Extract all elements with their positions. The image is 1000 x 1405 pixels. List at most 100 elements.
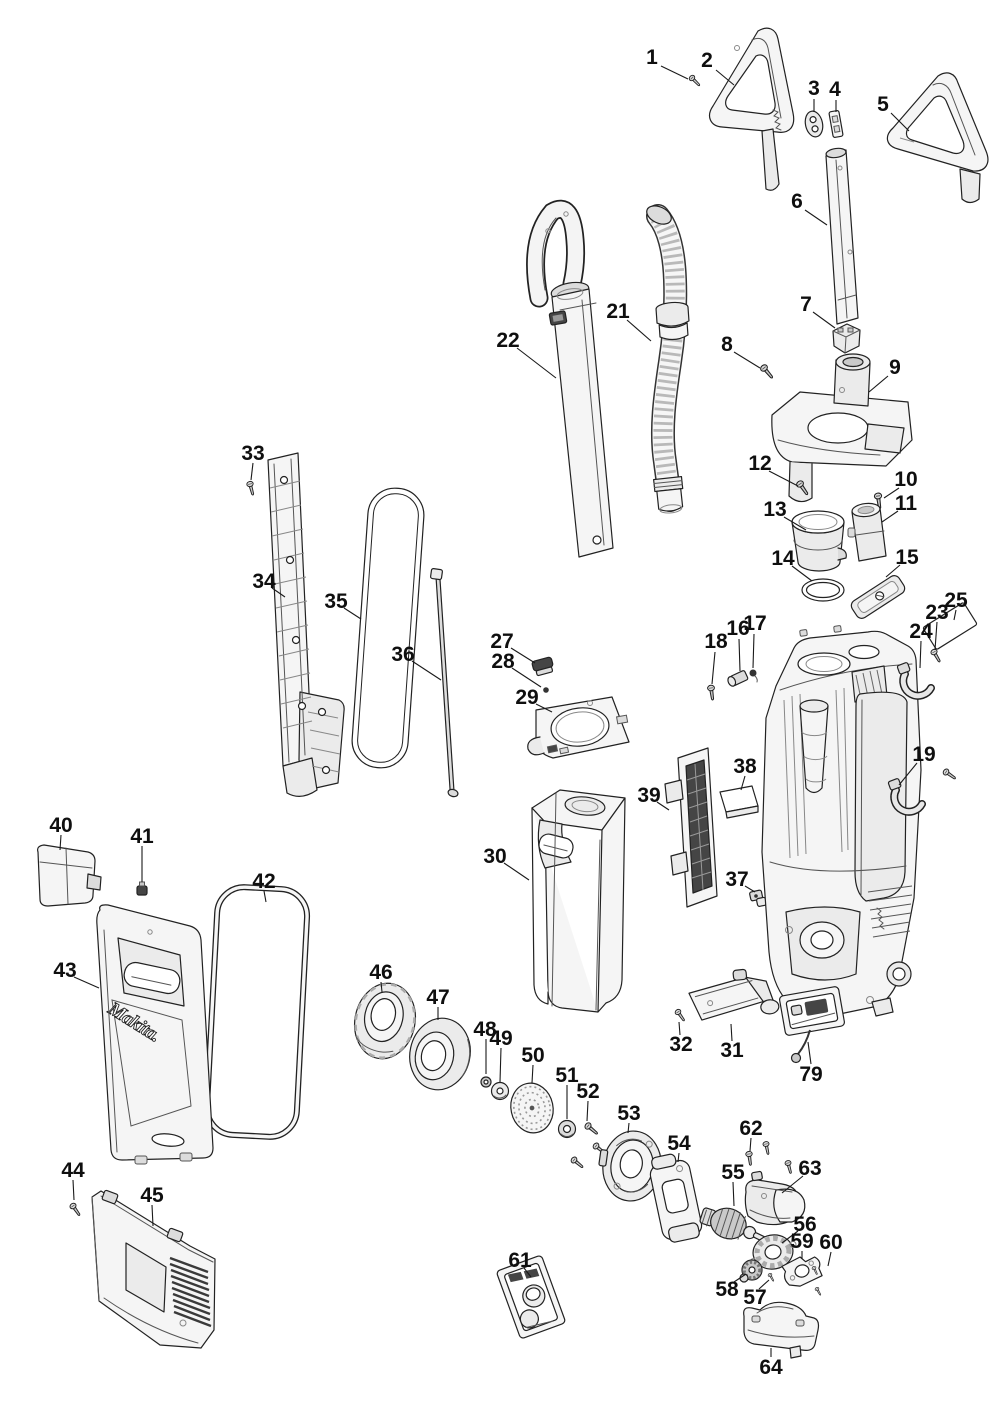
leader-line-55	[732, 1181, 735, 1207]
part-24-cord-hook	[896, 662, 935, 700]
part-44-screw	[68, 1201, 83, 1218]
parts-illustrations: Makita.	[37, 27, 989, 1359]
part-number-label-47: 47	[426, 986, 449, 1009]
leader-line-15	[885, 564, 901, 578]
part-56-stator	[749, 1234, 797, 1270]
part-number-label-48: 48	[473, 1018, 497, 1041]
part-11-duct	[847, 502, 887, 562]
part-number-label-36: 36	[391, 643, 414, 666]
leader-line-19	[898, 762, 918, 786]
leader-line-53	[627, 1122, 630, 1134]
part-number-label-4: 4	[829, 78, 841, 101]
leader-line-52	[586, 1100, 589, 1122]
leader-line-30	[503, 862, 530, 881]
leader-line-2	[715, 69, 735, 86]
part-number-label-7: 7	[800, 293, 812, 316]
leader-line-39	[656, 801, 670, 811]
part-14-o-ring	[801, 578, 845, 602]
part-number-label-14: 14	[771, 547, 795, 570]
part-number-label-39: 39	[637, 784, 660, 807]
part-27-latch	[531, 656, 554, 677]
part-number-label-9: 9	[889, 356, 901, 379]
part-49-washer	[490, 1081, 510, 1101]
leader-line-27	[510, 647, 536, 664]
part-6-pipe	[825, 147, 859, 325]
part-3-plate	[804, 110, 824, 138]
leader-line-54	[677, 1152, 680, 1163]
leader-line-45	[151, 1204, 154, 1227]
leader-line-7	[812, 311, 836, 329]
part-number-label-16: 16	[726, 617, 749, 640]
part-number-label-44: 44	[61, 1159, 85, 1182]
part-59-bracket-plate	[781, 1256, 823, 1287]
part-number-label-51: 51	[555, 1064, 579, 1087]
leader-line-50	[531, 1064, 534, 1084]
part-16-pin	[727, 670, 749, 687]
part-number-label-15: 15	[895, 546, 919, 569]
part-63-motor-housing	[744, 1170, 806, 1226]
leader-line-33	[250, 462, 254, 481]
part-number-label-53: 53	[617, 1102, 640, 1125]
leader-line-12	[768, 470, 799, 487]
part-number-label-35: 35	[324, 590, 348, 613]
part-33-screw	[245, 480, 257, 497]
leader-line-13	[783, 516, 807, 531]
leader-line-49	[499, 1047, 502, 1083]
leader-line-5	[890, 112, 910, 132]
leader-line-40	[59, 834, 62, 851]
leader-line-6	[804, 209, 828, 226]
part-number-label-3: 3	[808, 77, 820, 100]
part-number-label-2: 2	[701, 49, 713, 72]
part-number-label-30: 30	[483, 845, 506, 868]
leader-line-62	[749, 1137, 752, 1152]
leader-line-22	[516, 347, 557, 379]
part-64-cowl	[743, 1301, 820, 1359]
part-number-label-6: 6	[791, 190, 803, 213]
part-25-label-plate	[922, 602, 978, 650]
part-number-label-13: 13	[763, 498, 786, 521]
part-number-label-46: 46	[369, 961, 392, 984]
part-34-base-plate	[267, 452, 345, 797]
part-number-label-22: 22	[496, 329, 519, 352]
leader-line-21	[626, 319, 652, 342]
part-number-label-54: 54	[667, 1132, 691, 1155]
part-number-label-40: 40	[49, 814, 72, 837]
leader-line-18	[711, 651, 716, 685]
part-40-cover-cap	[37, 844, 102, 907]
part-number-label-33: 33	[241, 442, 264, 465]
leader-line-23	[934, 621, 938, 651]
leader-line-42	[263, 890, 267, 903]
part-79-switch	[779, 986, 845, 1064]
leader-line-25	[953, 609, 957, 621]
part-37-clip	[749, 889, 767, 907]
leader-line-14	[791, 565, 813, 582]
part-number-label-50: 50	[521, 1044, 544, 1067]
part-51-hub	[557, 1119, 577, 1139]
part-number-label-1: 1	[646, 46, 658, 69]
leader-line-34	[271, 587, 286, 598]
part-43-front-cover: Makita.	[96, 904, 214, 1165]
part-number-label-49: 49	[489, 1027, 512, 1050]
part-number-label-63: 63	[798, 1157, 821, 1180]
part-number-label-10: 10	[894, 468, 917, 491]
part-number-label-58: 58	[715, 1278, 739, 1301]
leader-line-35	[343, 607, 362, 620]
part-39-filter	[664, 747, 718, 908]
part-number-label-18: 18	[704, 630, 728, 653]
part-main-housing	[761, 625, 922, 1017]
leader-line-60	[827, 1251, 832, 1267]
leader-line-32	[678, 1021, 681, 1036]
part-number-label-52: 52	[576, 1080, 599, 1103]
part-number-label-12: 12	[748, 452, 771, 475]
leader-line-29	[535, 703, 553, 713]
part-number-label-24: 24	[909, 620, 933, 643]
part-28-pin	[543, 687, 549, 693]
leader-line-61	[523, 1267, 532, 1278]
part-7-joint	[832, 323, 861, 354]
part-number-label-8: 8	[721, 333, 733, 356]
part-number-label-64: 64	[759, 1356, 783, 1379]
leader-line-31	[730, 1023, 733, 1042]
part-30-dust-tank	[531, 789, 626, 1013]
part-number-label-55: 55	[721, 1161, 745, 1184]
